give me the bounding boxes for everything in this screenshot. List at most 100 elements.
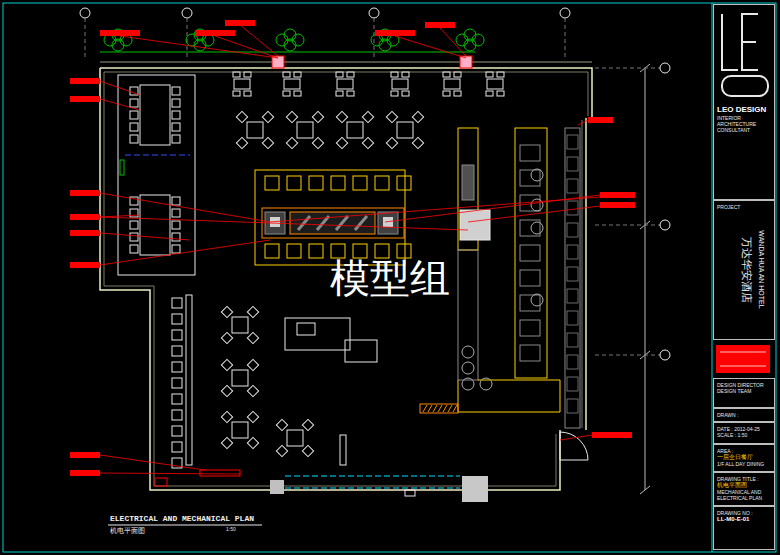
grid-line bbox=[187, 18, 188, 60]
title-block-text: INTERIOR ARCHITECTURE CONSULTANT bbox=[717, 115, 771, 133]
callout-tag bbox=[425, 22, 455, 28]
title-block-text: DESIGN TEAM bbox=[717, 388, 771, 394]
grid-bubble bbox=[369, 8, 379, 18]
chair bbox=[402, 72, 409, 77]
chair bbox=[172, 123, 180, 131]
chair bbox=[276, 419, 287, 430]
callout-tag bbox=[592, 432, 632, 438]
wall bbox=[100, 68, 592, 490]
kitchen-line bbox=[515, 128, 547, 378]
dimension-tick bbox=[640, 486, 650, 494]
partition-line bbox=[125, 155, 190, 156]
callout-tag bbox=[70, 452, 100, 458]
title-block-text: 机电平面图 bbox=[717, 482, 771, 489]
chair bbox=[391, 72, 398, 77]
chair bbox=[172, 99, 180, 107]
leader-line bbox=[578, 120, 588, 125]
chair bbox=[221, 359, 232, 370]
leader-line bbox=[100, 473, 240, 474]
leader-line bbox=[385, 195, 600, 222]
chair bbox=[221, 411, 232, 422]
chair bbox=[302, 419, 313, 430]
burner bbox=[531, 199, 543, 211]
title-block-text: DRAWING TITLE : bbox=[717, 476, 771, 482]
chair bbox=[386, 111, 397, 122]
chair bbox=[172, 346, 182, 356]
burner bbox=[531, 169, 543, 181]
leader-line bbox=[100, 81, 140, 95]
grid-line bbox=[595, 355, 660, 356]
chair bbox=[336, 111, 347, 122]
plant-symbol bbox=[194, 39, 206, 51]
stool bbox=[265, 176, 279, 190]
long-table bbox=[140, 85, 170, 145]
kitchen-equipment bbox=[567, 157, 578, 171]
leader-line bbox=[560, 435, 592, 440]
kitchen-equipment bbox=[567, 311, 578, 325]
stool bbox=[375, 244, 389, 258]
chair bbox=[244, 72, 251, 77]
chair bbox=[412, 137, 423, 148]
chair bbox=[443, 91, 450, 96]
kitchen-equipment bbox=[567, 333, 578, 347]
title-block-text: 1/F ALL DAY DINING bbox=[717, 461, 771, 467]
fixture bbox=[155, 478, 167, 486]
hatch-strip bbox=[420, 404, 458, 413]
chair bbox=[497, 72, 504, 77]
chair bbox=[172, 197, 180, 205]
chair bbox=[172, 378, 182, 388]
duct-line bbox=[285, 476, 460, 477]
chair bbox=[454, 91, 461, 96]
chair bbox=[247, 437, 258, 448]
chair bbox=[247, 411, 258, 422]
callout-tag bbox=[70, 470, 100, 476]
dimension-line bbox=[645, 68, 646, 490]
title-block-cell: DRAWING TITLE :机电平面图MECHANICAL AND ELECT… bbox=[713, 472, 775, 506]
title-block-mark-line bbox=[720, 366, 766, 367]
chair bbox=[336, 72, 343, 77]
pot-symbol bbox=[462, 378, 474, 390]
chair bbox=[172, 87, 180, 95]
chair bbox=[336, 91, 343, 96]
leader-line bbox=[395, 36, 466, 58]
kitchen-equipment bbox=[520, 320, 540, 336]
table bbox=[297, 122, 313, 138]
table bbox=[234, 79, 250, 89]
display-item bbox=[355, 216, 367, 230]
kitchen-equipment bbox=[567, 201, 578, 215]
chair bbox=[130, 111, 138, 119]
drawing-title: ELECTRICAL AND MECHANICAL PLAN bbox=[110, 514, 254, 523]
stool bbox=[309, 244, 323, 258]
title-block-text: DRAWN : bbox=[717, 412, 771, 418]
stool bbox=[331, 244, 345, 258]
stool bbox=[309, 176, 323, 190]
title-block-text: MECHANICAL AND ELECTRICAL PLAN bbox=[717, 489, 771, 501]
stool bbox=[397, 176, 411, 190]
title-block-cell: DRAWN : bbox=[713, 408, 775, 422]
logo-letter bbox=[722, 14, 738, 70]
chair bbox=[221, 332, 232, 343]
chair bbox=[172, 233, 180, 241]
title-block-text: WANDA HUA AN HOTEL bbox=[758, 230, 765, 308]
scale-note: 1:50 bbox=[226, 527, 236, 533]
kitchen-equipment bbox=[520, 270, 540, 286]
kitchen-counter bbox=[458, 380, 560, 412]
title-block-cell: AREA :一层全日餐厅1/F ALL DAY DINING bbox=[713, 444, 775, 472]
pot-symbol bbox=[462, 346, 474, 358]
watermark: 模型组 bbox=[330, 256, 450, 300]
kitchen-equipment bbox=[567, 289, 578, 303]
hatch bbox=[438, 405, 442, 412]
chair bbox=[262, 111, 273, 122]
column bbox=[462, 476, 488, 502]
private-room bbox=[118, 75, 195, 275]
title-block-text: PROJECT bbox=[717, 204, 771, 210]
title-block-text: 万达华安酒店 bbox=[741, 236, 752, 302]
chair bbox=[443, 72, 450, 77]
chair bbox=[347, 91, 354, 96]
stool bbox=[331, 176, 345, 190]
chair bbox=[244, 91, 251, 96]
chair bbox=[336, 137, 347, 148]
floor-plan bbox=[70, 8, 670, 525]
duct-line bbox=[285, 488, 460, 489]
